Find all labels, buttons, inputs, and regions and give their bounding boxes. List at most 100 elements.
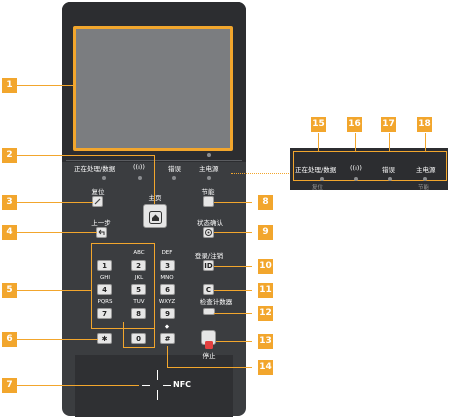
- callout-line-16: [355, 133, 356, 151]
- callout-10: 10: [258, 259, 273, 274]
- reset-label: 复位: [91, 188, 105, 196]
- stop-label: 停止: [202, 352, 216, 360]
- callout-line-8: [214, 202, 252, 203]
- star-key[interactable]: ✱: [97, 333, 112, 344]
- callout-13: 13: [258, 334, 273, 349]
- callout-1: 1: [2, 78, 17, 93]
- home-button[interactable]: [143, 204, 167, 228]
- counter-check-label: 检查计数器: [199, 298, 233, 306]
- inset-processing-data-label: 正在处理/数据: [295, 166, 337, 174]
- callout-14: 14: [258, 360, 273, 375]
- key-4[interactable]: 4: [97, 284, 112, 295]
- callout-line-9: [214, 232, 252, 233]
- callout-2: 2: [2, 148, 17, 163]
- callout-16: 16: [347, 117, 362, 132]
- hash-diamond: ◆: [164, 324, 170, 330]
- callout-line-12: [214, 313, 252, 314]
- status-monitor-label: 状态确认: [197, 219, 223, 227]
- main-power-label: 主电源: [199, 165, 219, 173]
- reset-icon: [93, 198, 102, 208]
- hash-key[interactable]: #: [160, 333, 175, 344]
- callout-line-14-h: [167, 367, 252, 368]
- nfc-mark-top: [157, 370, 158, 380]
- id-button[interactable]: ID: [203, 260, 214, 271]
- counter-check-button[interactable]: [203, 308, 215, 315]
- home-icon: [149, 209, 162, 228]
- stop-button[interactable]: [201, 330, 216, 349]
- status-icon: [204, 229, 213, 239]
- key-8-letters: TUV: [133, 299, 145, 305]
- key-5[interactable]: 5: [131, 284, 146, 295]
- nfc-mark-left: [142, 385, 150, 386]
- callout-line-7: [17, 385, 139, 386]
- login-logout-label: 登录/注销: [194, 252, 224, 260]
- status-inset-frame: [293, 151, 447, 181]
- callout-line-15: [318, 133, 319, 151]
- inset-error-led: [388, 177, 392, 181]
- callout-3: 3: [2, 195, 17, 210]
- callout-line-5: [17, 290, 92, 291]
- moon-icon: [204, 198, 213, 208]
- callout-line-10: [214, 266, 252, 267]
- callout-line-14-v: [167, 346, 168, 367]
- control-panel-bottom: [75, 355, 233, 417]
- energy-saver-button[interactable]: [203, 196, 214, 207]
- key-1[interactable]: 1: [97, 260, 112, 271]
- key-8[interactable]: 8: [131, 308, 146, 319]
- callout-6: 6: [2, 332, 17, 347]
- processing-data-label: 正在处理/数据: [74, 165, 116, 173]
- inset-main-power-label: 主电源: [416, 166, 436, 174]
- key-3-letters: DEF: [161, 250, 173, 256]
- key-6[interactable]: 6: [160, 284, 175, 295]
- key-5-letters: JKL: [134, 275, 144, 281]
- key-9[interactable]: 9: [160, 308, 175, 319]
- stop-icon: [205, 334, 213, 353]
- inset-connector: [231, 173, 289, 174]
- inset-reset-partial: 复位: [312, 185, 324, 191]
- back-label: 上一步: [91, 219, 111, 227]
- callout-line-2-h: [17, 155, 154, 156]
- key-2[interactable]: 2: [131, 260, 146, 271]
- callout-line-4: [17, 232, 97, 233]
- error-label: 错误: [168, 165, 181, 173]
- error-led: [172, 176, 176, 180]
- touch-panel-display[interactable]: [73, 26, 233, 151]
- zero-key-frame: [123, 322, 155, 348]
- main-power-led-top: [207, 153, 211, 157]
- status-monitor-button[interactable]: [203, 227, 214, 238]
- nfc-label: NFC: [173, 380, 192, 389]
- wireless-label: ((ı)): [133, 163, 145, 171]
- callout-18: 18: [417, 117, 432, 132]
- key-9-letters: WXYZ: [158, 299, 176, 305]
- inset-main-power-led: [423, 177, 427, 181]
- energy-saver-label: 节能: [201, 188, 215, 196]
- back-button[interactable]: [96, 227, 107, 238]
- inset-wireless-label: ((ı)): [350, 164, 362, 172]
- key-3[interactable]: 3: [160, 260, 175, 271]
- nfc-mark-bottom: [157, 390, 158, 400]
- key-2-letters: ABC: [133, 250, 145, 256]
- nfc-mark-right: [163, 385, 171, 386]
- callout-line-1: [17, 85, 73, 86]
- main-power-led: [207, 176, 211, 180]
- inset-energy-partial: 节能: [418, 185, 430, 191]
- reset-button[interactable]: [92, 196, 103, 207]
- status-inset: [290, 148, 448, 190]
- callout-line-3: [17, 202, 93, 203]
- wireless-led: [138, 176, 142, 180]
- key-7[interactable]: 7: [97, 308, 112, 319]
- processing-data-led: [102, 176, 106, 180]
- home-label: 主页: [148, 194, 162, 202]
- callout-5: 5: [2, 283, 17, 298]
- callout-line-18: [425, 133, 426, 151]
- callout-line-17: [389, 133, 390, 151]
- callout-11: 11: [258, 283, 273, 298]
- callout-9: 9: [258, 225, 273, 240]
- key-0[interactable]: 0: [131, 333, 146, 344]
- clear-button[interactable]: C: [203, 284, 214, 295]
- back-arrow-icon: [97, 229, 106, 239]
- callout-line-6: [17, 339, 98, 340]
- callout-line-11: [214, 290, 252, 291]
- key-7-letters: PQRS: [97, 299, 113, 305]
- callout-line-2-v: [154, 155, 155, 204]
